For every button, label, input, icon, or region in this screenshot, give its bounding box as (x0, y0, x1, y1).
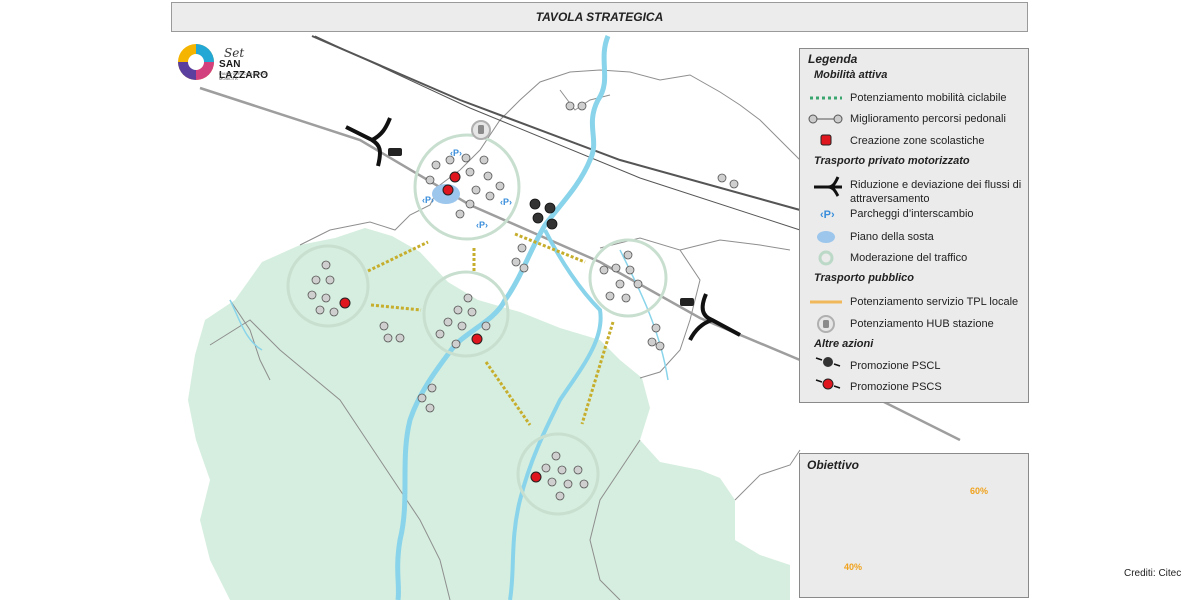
pedestrian-nodes (307, 101, 739, 501)
tpl-lines (367, 232, 615, 426)
municipal-boundary (209, 319, 451, 600)
svg-text:‹P›: ‹P› (500, 197, 512, 207)
municipal-boundary (299, 69, 801, 246)
svg-text:‹P›: ‹P› (820, 209, 835, 221)
blue-blob-icon (817, 231, 835, 243)
legend-section-heading: Trasporto pubblico (814, 272, 915, 284)
railway (314, 35, 801, 231)
pedestrian-nodes-icon (808, 114, 843, 124)
red-dot-arrows-icon (815, 378, 841, 390)
logo-script: Set (224, 46, 245, 60)
objective-title: Obiettivo (807, 458, 860, 472)
objective-right-pct: 60% (970, 486, 989, 496)
svg-text:‹P›: ‹P› (422, 195, 434, 205)
legend-item-label: Parcheggi d’interscambio (850, 208, 974, 220)
legend-section-heading: Mobilità attiva (814, 69, 888, 81)
legend-item-label: Piano della sosta (850, 231, 934, 243)
red-square-icon (820, 134, 832, 146)
svg-text:‹P›: ‹P› (450, 148, 462, 158)
pscs-dots (339, 171, 542, 483)
municipal-boundary (679, 239, 791, 251)
legend-title: Legenda (808, 52, 858, 66)
station-hub-icon (817, 315, 835, 333)
traffic-calming-ring-icon (818, 250, 834, 266)
railway (311, 35, 801, 211)
legend-item-label: Miglioramento percorsi pedonali (850, 113, 1006, 125)
parking-p-icon: ‹P› (820, 209, 835, 221)
legend-item-label: Potenziamento servizio TPL locale (850, 296, 1019, 308)
logo-tagline: PIANO VERSO LA NUOVA MOBILITÀ (219, 71, 268, 81)
logo-wheel-icon (178, 44, 214, 80)
credit-text: Crediti: Citec (1124, 568, 1182, 579)
objective-left-pct: 40% (844, 562, 863, 572)
orange-line-icon (810, 300, 842, 304)
legend-item-label: Promozione PSCL (850, 360, 941, 372)
legend-item-label: Creazione zone scolastiche (850, 135, 985, 147)
svg-text:‹P›: ‹P› (476, 220, 488, 230)
legend-item-label: Riduzione e deviazione dei flussi di att… (850, 179, 1022, 205)
parking-labels: ‹P› ‹P› ‹P› ‹P› (422, 148, 512, 230)
car-icon (388, 148, 694, 306)
logo: Set SAN LAZZARO PIANO VERSO LA NUOVA MOB… (176, 42, 276, 86)
diverging-arrow-icon (814, 176, 842, 197)
legend-item-label: Potenziamento HUB stazione (850, 318, 994, 330)
municipal-boundary (589, 439, 641, 600)
page-title: TAVOLA STRATEGICA (535, 10, 664, 24)
logo-name: SAN LAZZARO (219, 59, 269, 81)
dark-dot-arrows-icon (815, 357, 841, 367)
green-area (188, 228, 790, 600)
legend-item-label: Promozione PSCS (850, 381, 942, 393)
river (508, 229, 603, 600)
legend-section-heading: Altre azioni (814, 338, 874, 350)
legend: Legenda Mobilità attiva Potenziamento mo… (799, 48, 1029, 403)
legend-section-heading: Trasporto privato motorizzato (814, 155, 970, 167)
dashed-green-line-icon (810, 96, 842, 100)
objective-box: Obiettivo 40% 60% (799, 453, 1029, 598)
legend-item-label: Potenziamento mobilità ciclabile (850, 92, 1007, 104)
title-bar: TAVOLA STRATEGICA (171, 2, 1028, 32)
traffic-calming-rings (286, 133, 668, 516)
station-hub-icon (471, 120, 491, 140)
pscl-dots (529, 198, 558, 230)
diverging-arrow-icon (345, 117, 741, 341)
stream (229, 299, 263, 351)
legend-item-label: Moderazione del traffico (850, 252, 968, 264)
municipal-boundary (734, 449, 801, 501)
municipal-boundary (599, 237, 701, 379)
